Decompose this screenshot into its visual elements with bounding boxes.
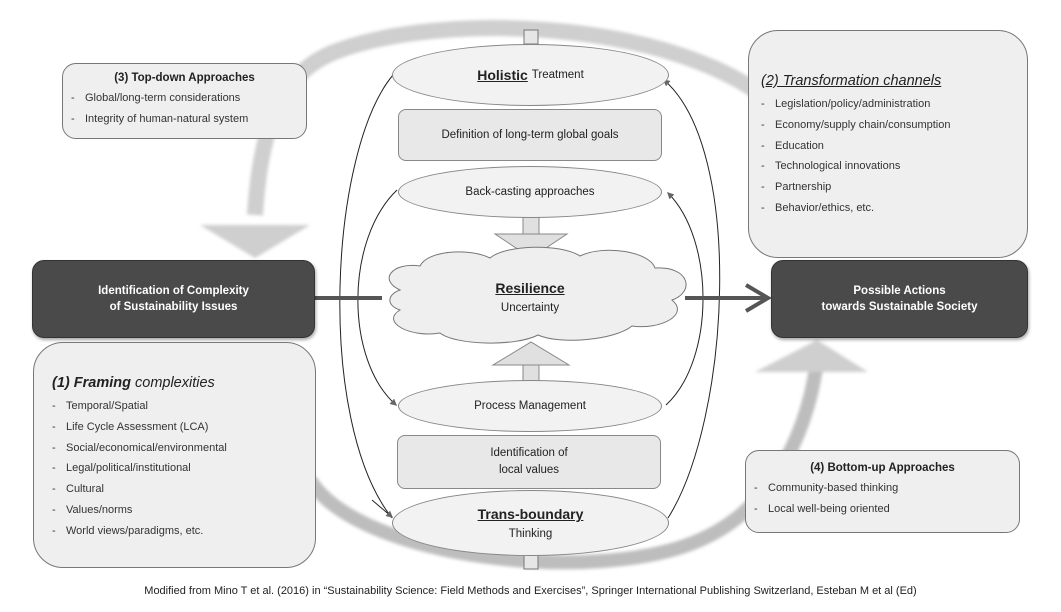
list-item: Economy/supply chain/consumption (753, 115, 1027, 136)
long-term-goals-box: Definition of long-term global goals (398, 109, 662, 161)
framing-title-key: Framing (73, 375, 131, 391)
flow-arrowhead-icon (744, 283, 772, 313)
list-item: Partnership (753, 177, 1027, 198)
bottom-up-cycle-arrow (304, 340, 868, 570)
framing-title-suffix: complexities (135, 375, 215, 391)
backcasting-text: Back-casting approaches (465, 186, 595, 198)
top-down-title: (3) Top-down Approaches (114, 72, 255, 84)
local-values-line-1: Identification of (490, 447, 568, 459)
bottom-stem (523, 554, 539, 570)
list-item: Social/economical/environmental (44, 438, 315, 459)
list-item: World views/paradigms, etc. (44, 521, 315, 542)
resilience-sub: Uncertainty (500, 302, 560, 314)
backcasting-ellipse: Back-casting approaches (398, 166, 662, 218)
bottom-up-list: Community-based thinking Local well-bein… (746, 478, 1019, 520)
top-down-approaches-card: (3) Top-down Approaches Global/long-term… (62, 63, 307, 139)
process-management-ellipse: Process Management (398, 380, 662, 432)
transformation-list: Legislation/policy/administration Econom… (753, 94, 1027, 219)
trans-boundary-sub: Thinking (508, 528, 553, 540)
list-item: Legal/political/institutional (44, 458, 315, 479)
local-values-box: Identification of local values (397, 435, 661, 489)
outer-right-curve (662, 79, 721, 519)
identification-of-complexity-box: Identification of Complexity of Sustaina… (32, 260, 315, 338)
transformation-title: (2) Transformation channels (761, 73, 942, 89)
list-item: Life Cycle Assessment (LCA) (44, 417, 315, 438)
list-item: Global/long-term considerations (63, 88, 306, 109)
bottom-up-approaches-card: (4) Bottom-up Approaches Community-based… (745, 450, 1020, 533)
list-item: Technological innovations (753, 156, 1027, 177)
framing-title-prefix: (1) (52, 375, 70, 391)
list-item: Temporal/Spatial (44, 396, 315, 417)
possible-actions-box: Possible Actions towards Sustainable Soc… (771, 260, 1028, 338)
list-item: Cultural (44, 479, 315, 500)
identification-line-2: of Sustainability Issues (109, 301, 238, 313)
process-management-text: Process Management (474, 400, 586, 412)
holistic-treatment-ellipse: Holistic Treatment (392, 44, 669, 106)
list-item: Behavior/ethics, etc. (753, 198, 1027, 219)
resilience-label: Resilience Uncertainty (440, 280, 620, 314)
list-item: Local well-being oriented (746, 499, 1019, 520)
resilience-key: Resilience (495, 280, 565, 296)
trans-boundary-key: Trans-boundary (477, 506, 584, 522)
list-item: Integrity of human-natural system (63, 109, 306, 130)
framing-complexities-card: (1) Framing complexities Temporal/Spatia… (33, 342, 316, 568)
identification-line-1: Identification of Complexity (98, 285, 249, 297)
source-caption: Modified from Mino T et al. (2016) in “S… (144, 585, 917, 597)
transformation-channels-card: (2) Transformation channels Legislation/… (748, 30, 1028, 258)
top-down-list: Global/long-term considerations Integrit… (63, 88, 306, 130)
framing-list: Temporal/Spatial Life Cycle Assessment (… (44, 396, 315, 542)
trans-boundary-ellipse: Trans-boundary Thinking (392, 490, 669, 556)
outer-left-arrowhead (371, 499, 394, 518)
holistic-rest: Treatment (531, 69, 584, 81)
possible-actions-line-2: towards Sustainable Society (821, 301, 978, 313)
top-stem (523, 29, 539, 45)
long-term-goals-text: Definition of long-term global goals (441, 128, 619, 141)
holistic-key: Holistic (477, 67, 528, 83)
framing-title: (1) Framing complexities (52, 375, 315, 391)
outer-left-curve (339, 74, 394, 519)
list-item: Community-based thinking (746, 478, 1019, 499)
list-item: Values/norms (44, 500, 315, 521)
list-item: Education (753, 136, 1027, 157)
possible-actions-line-1: Possible Actions (853, 285, 946, 297)
local-values-line-2: local values (498, 464, 560, 476)
bottom-up-title: (4) Bottom-up Approaches (810, 462, 955, 474)
resilience-cloud (388, 246, 687, 344)
list-item: Legislation/policy/administration (753, 94, 1027, 115)
